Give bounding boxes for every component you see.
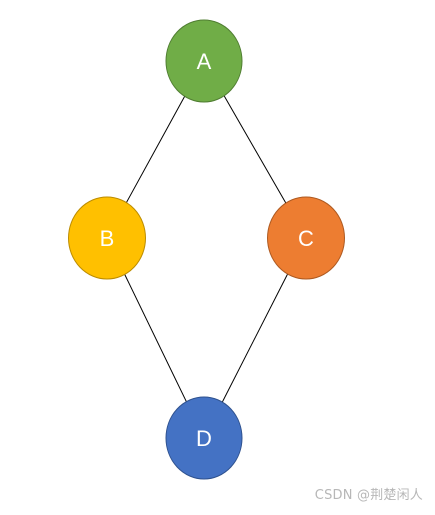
node-d-circle bbox=[165, 396, 243, 480]
node-c: C bbox=[267, 196, 345, 280]
node-c-label: C bbox=[298, 226, 314, 251]
edge-a-b bbox=[125, 96, 186, 203]
node-b-circle bbox=[68, 196, 146, 280]
node-b-label: B bbox=[100, 226, 115, 251]
node-a-label: A bbox=[197, 49, 212, 74]
node-d: D bbox=[165, 396, 243, 480]
edge-a-c bbox=[223, 95, 287, 204]
nodes-layer: A B C D bbox=[68, 19, 345, 480]
node-d-label: D bbox=[196, 426, 212, 451]
node-b: B bbox=[68, 196, 146, 280]
edges-layer bbox=[124, 95, 289, 403]
node-a: A bbox=[165, 19, 243, 103]
node-c-circle bbox=[267, 196, 345, 280]
edge-b-d bbox=[124, 274, 187, 402]
edge-c-d bbox=[221, 273, 289, 403]
node-a-circle bbox=[165, 19, 243, 103]
watermark: CSDN @荆楚闲人 bbox=[314, 488, 423, 503]
